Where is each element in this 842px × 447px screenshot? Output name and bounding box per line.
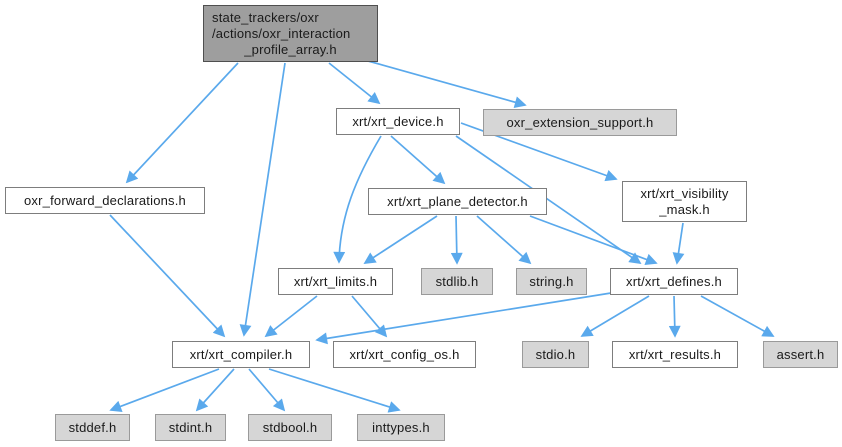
root-label-line: _profile_array.h bbox=[244, 41, 337, 57]
edge-device-to-limits bbox=[333, 135, 382, 264]
edge-device-to-plane bbox=[390, 135, 446, 185]
edge-defines-to-assert bbox=[700, 295, 775, 337]
edge-limits-to-compiler bbox=[264, 295, 318, 338]
node-xrt-results-h[interactable]: xrt/xrt_results.h bbox=[612, 341, 738, 368]
node-inttypes-h: inttypes.h bbox=[357, 414, 445, 441]
node-oxr-interaction-profile-array-h: state_trackers/oxr /actions/oxr_interact… bbox=[203, 5, 378, 62]
node-stdint-h: stdint.h bbox=[155, 414, 226, 441]
edge-root-to-fwd bbox=[125, 62, 239, 184]
node-stdio-h: stdio.h bbox=[522, 341, 589, 368]
edge-root-to-extension bbox=[367, 60, 527, 108]
node-xrt-device-h[interactable]: xrt/xrt_device.h bbox=[336, 108, 460, 135]
node-assert-h: assert.h bbox=[763, 341, 838, 368]
edge-plane-to-defines bbox=[529, 215, 658, 266]
edge-plane-to-limits bbox=[363, 215, 438, 264]
node-stddef-h: stddef.h bbox=[55, 414, 130, 441]
edge-compiler-to-inttypes bbox=[268, 368, 401, 413]
edge-compiler-to-stddef bbox=[109, 368, 220, 412]
node-stdbool-h: stdbool.h bbox=[248, 414, 332, 441]
node-xrt-plane-detector-h[interactable]: xrt/xrt_plane_detector.h bbox=[368, 188, 547, 215]
vis-label-line: _mask.h bbox=[659, 201, 710, 217]
edge-compiler-to-stdbool bbox=[248, 368, 286, 412]
root-label-line: /actions/oxr_interaction bbox=[212, 25, 351, 41]
edge-fwd-to-compiler bbox=[109, 214, 226, 338]
edge-plane-to-string bbox=[476, 215, 532, 265]
edge-device-to-defines bbox=[455, 135, 642, 265]
node-oxr-extension-support-h: oxr_extension_support.h bbox=[483, 109, 677, 136]
vis-label-line: xrt/xrt_visibility bbox=[640, 185, 729, 201]
node-xrt-defines-h[interactable]: xrt/xrt_defines.h bbox=[610, 268, 738, 295]
node-xrt-compiler-h[interactable]: xrt/xrt_compiler.h bbox=[172, 341, 310, 368]
edge-compiler-to-stdint bbox=[195, 368, 235, 412]
root-label-line: state_trackers/oxr bbox=[212, 9, 319, 25]
edge-root-to-compiler bbox=[239, 62, 286, 337]
edge-vis-to-defines bbox=[672, 222, 685, 265]
edge-defines-to-stdio bbox=[580, 295, 650, 337]
node-xrt-limits-h[interactable]: xrt/xrt_limits.h bbox=[278, 268, 393, 295]
node-string-h: string.h bbox=[516, 268, 587, 295]
edge-root-to-device bbox=[328, 62, 381, 105]
node-oxr-forward-declarations-h[interactable]: oxr_forward_declarations.h bbox=[5, 187, 205, 214]
edge-plane-to-stdlib bbox=[450, 215, 463, 265]
node-xrt-config-os-h[interactable]: xrt/xrt_config_os.h bbox=[333, 341, 476, 368]
node-stdlib-h: stdlib.h bbox=[421, 268, 493, 295]
edge-defines-to-results bbox=[668, 295, 681, 338]
node-xrt-visibility-mask-h[interactable]: xrt/xrt_visibility _mask.h bbox=[622, 181, 747, 222]
edge-defines-to-compiler bbox=[315, 292, 612, 345]
